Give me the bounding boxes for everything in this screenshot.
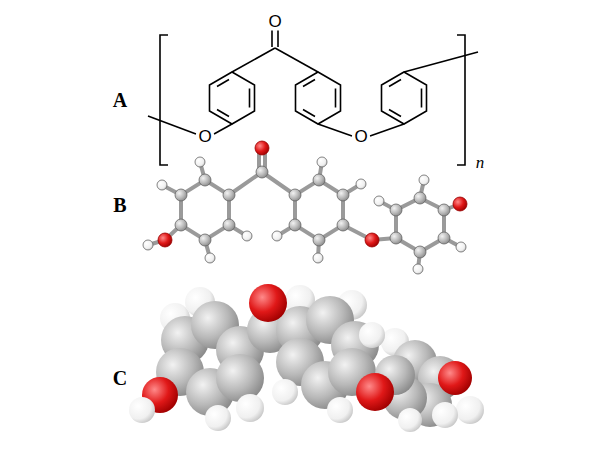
- atom-symbol: O: [352, 127, 369, 146]
- space-filling-model: [129, 284, 484, 432]
- repeat-subscript: n: [476, 154, 485, 171]
- panel-letter: C: [113, 368, 127, 388]
- atom-symbol: O: [196, 127, 213, 146]
- ball-and-stick-atoms: [143, 141, 467, 274]
- atom-symbol: O: [266, 12, 283, 31]
- panel-letter: A: [113, 90, 127, 110]
- panel-letter: B: [113, 195, 126, 215]
- skeletal-formula: [148, 30, 478, 165]
- ball-and-stick-bonds: [148, 150, 461, 269]
